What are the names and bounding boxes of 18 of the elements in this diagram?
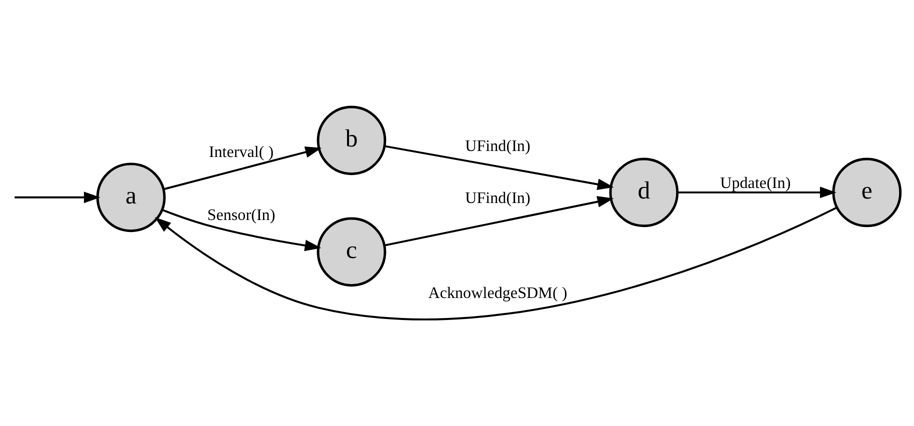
edge-label: Update(In): [720, 174, 791, 192]
node-circle: b: [316, 105, 386, 175]
arrow: [384, 144, 614, 190]
edge-label: Sensor(In): [207, 206, 276, 224]
edge-label: Interval( ): [208, 144, 274, 161]
edge-label: UFind(In): [465, 189, 530, 206]
arrow: [162, 208, 322, 251]
node-circle: a: [96, 162, 166, 232]
node-circle: c: [316, 216, 386, 286]
edge-label: UFind(In): [465, 137, 530, 154]
node-circle: d: [609, 157, 679, 227]
arrow: [14, 191, 100, 203]
node-circle: e: [832, 157, 902, 227]
arrow: [678, 186, 836, 198]
arrow: [384, 196, 614, 246]
arrow: [154, 206, 837, 320]
arrow: [163, 146, 322, 190]
edge-label: AcknowledgeSDM( ): [428, 284, 568, 302]
